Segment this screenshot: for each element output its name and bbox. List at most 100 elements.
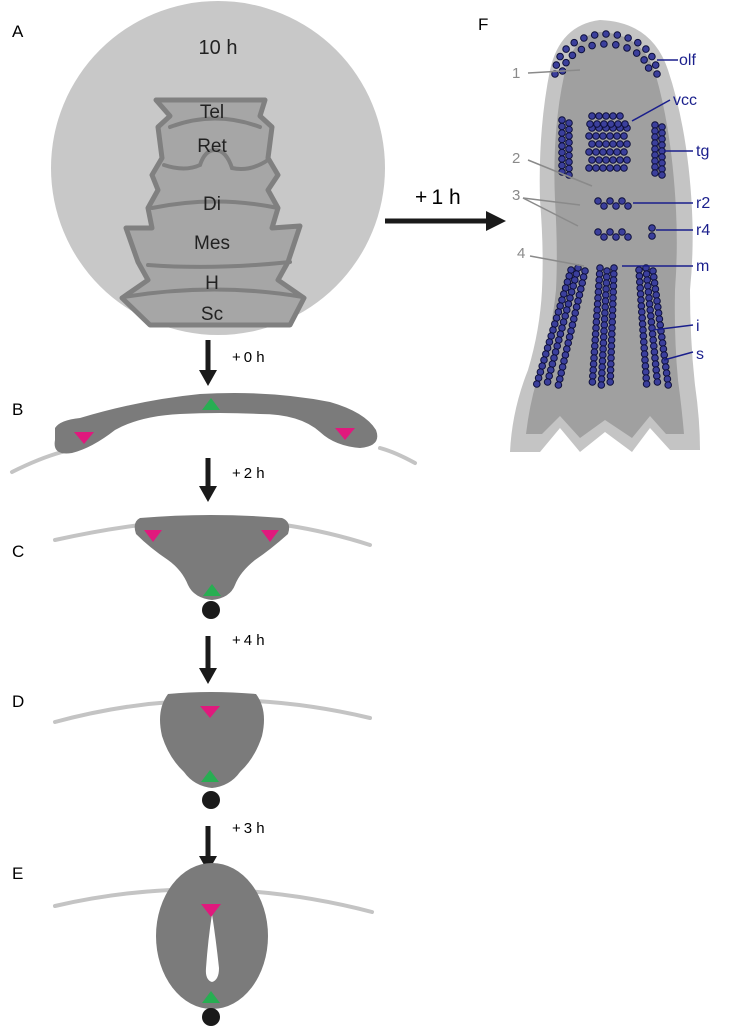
neuron-dot-r4 (601, 234, 608, 241)
neuron-dot-vcc (603, 141, 610, 148)
neuron-dot-i (643, 381, 650, 388)
neuron-dot-m (607, 379, 614, 386)
neuron-dot-s (568, 328, 575, 335)
neuron-dot-olf (589, 42, 596, 49)
neuron-dot-s (576, 292, 583, 299)
neuron-dot-m (598, 382, 605, 389)
neuron-dot-olf (614, 32, 621, 39)
neuron-dot-vcc (603, 157, 610, 164)
neuron-dot-olf (571, 39, 578, 46)
neuron-dot-tg (566, 165, 573, 172)
neuron-dot-vcc (617, 141, 624, 148)
neuron-dot-olf (557, 53, 564, 60)
neuron-dot-s (579, 280, 586, 287)
neuron-dot-s (571, 316, 578, 323)
neuron-dot-vcc (601, 121, 608, 128)
panel-f-letter: F (478, 15, 488, 34)
neuron-dot-olf (624, 45, 631, 52)
neuron-dot-vcc (607, 165, 614, 172)
neuron-dot-vcc (586, 149, 593, 156)
region-number-3: 3 (512, 187, 520, 204)
neuron-dot-vcc (607, 149, 614, 156)
panel-b-letter: B (12, 400, 23, 419)
neuron-dot-s (580, 274, 587, 281)
panel-a-letter: A (12, 22, 24, 41)
neuron-dot-tg (566, 139, 573, 146)
cluster-tg: tg (696, 143, 709, 160)
neuron-dot-r4 (619, 229, 626, 236)
neuron-dot-vcc (621, 165, 628, 172)
neuron-dot-vcc (617, 157, 624, 164)
neuron-dot-s (562, 352, 569, 359)
neuron-dot-vcc (622, 121, 629, 128)
neuron-dot-r2 (607, 198, 614, 205)
neuron-dot-s (544, 379, 551, 386)
neuron-dot-olf (578, 46, 585, 53)
neuron-dot-s (565, 340, 572, 347)
step-label-f: + 1 h (415, 186, 461, 209)
cluster-s: s (696, 346, 704, 363)
panel-c-letter: C (12, 542, 24, 561)
neuron-dot-m (589, 379, 596, 386)
neuron-dot-tg (566, 120, 573, 127)
neuron-dot-r2 (601, 203, 608, 210)
neuron-dot-vcc (624, 141, 631, 148)
region-h: H (205, 273, 219, 294)
time-label-10h: 10 h (199, 37, 238, 59)
neuron-dot-s (572, 310, 579, 317)
neuron-dot-vcc (617, 113, 624, 120)
neuron-dot-r2 (625, 203, 632, 210)
neuron-dot-vcc (621, 149, 628, 156)
neuron-dot-r4 (625, 234, 632, 241)
neuron-dot-tg (566, 133, 573, 140)
cluster-m: m (696, 258, 709, 275)
neuron-dot-olf (643, 46, 650, 53)
neuron-dot-olf (654, 71, 661, 78)
neuron-dot-olf (591, 32, 598, 39)
region-tel: Tel (200, 102, 224, 123)
neuron-dot-olf (569, 52, 576, 59)
neuron-dot-s (569, 322, 576, 329)
neuron-dot-vcc (614, 149, 621, 156)
neuron-dot-vcc (615, 121, 622, 128)
neuron-dot-vcc (594, 121, 601, 128)
neural-plate-b (55, 393, 378, 453)
neuron-dot-olf (581, 35, 588, 42)
neuron-dot-vcc (589, 141, 596, 148)
neuron-dot-olf (641, 57, 648, 64)
neuron-dot-tg (559, 143, 566, 150)
neuron-dot-tg (559, 156, 566, 163)
neuron-dot-s (582, 268, 589, 275)
arrow-c-to-d (199, 636, 217, 684)
neuron-dot-tg (559, 162, 566, 169)
step-label-e: + 3 h (232, 820, 265, 837)
neuron-dot-r2 (619, 198, 626, 205)
neuron-dot-tg (652, 170, 659, 177)
neuron-dot-vcc (610, 113, 617, 120)
neuron-dot-vcc (608, 121, 615, 128)
neuron-dot-olf (652, 62, 659, 69)
neuron-dot-r4 (595, 229, 602, 236)
neuron-dot-s (557, 376, 564, 383)
neuron-dot-r4 (607, 229, 614, 236)
step-label-d: + 4 h (232, 632, 265, 649)
neuron-dot-s (559, 364, 566, 371)
neuron-dot-vcc (607, 133, 614, 140)
step-label-b: + 0 h (232, 349, 265, 366)
neuron-dot-tg (559, 130, 566, 137)
step-label-c: + 2 h (232, 465, 265, 482)
neuron-dot-vcc (621, 133, 628, 140)
neuron-dot-vcc (596, 141, 603, 148)
neuron-dot-s (564, 346, 571, 353)
neuron-dot-olf (649, 53, 656, 60)
neuron-dot-olf (635, 39, 642, 46)
neuron-dot-vcc (603, 113, 610, 120)
neuron-dot-tg (566, 159, 573, 166)
cluster-olf: olf (679, 52, 696, 69)
neuron-dot-olf (633, 50, 640, 57)
region-number-4: 4 (517, 245, 525, 262)
neuron-dot-vcc (587, 121, 594, 128)
cluster-vcc: vcc (673, 92, 697, 109)
neuron-dot-r4 (649, 233, 656, 240)
region-ret: Ret (197, 136, 227, 157)
